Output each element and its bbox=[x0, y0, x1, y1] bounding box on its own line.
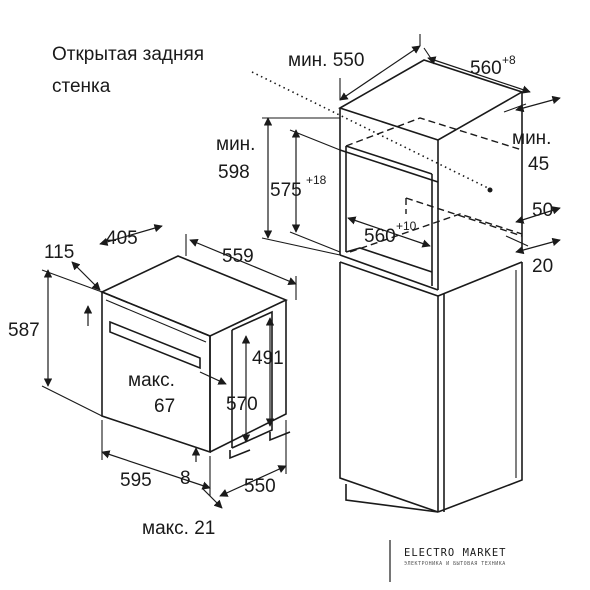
dimension-lines bbox=[41, 34, 561, 509]
tall-cabinet bbox=[338, 59, 524, 513]
logo-title: ELECTRO MARKET bbox=[404, 547, 507, 559]
dim-587: 587 bbox=[8, 320, 40, 341]
labels: Открытая задняя стенка мин. 550 560 +8 м… bbox=[8, 44, 553, 539]
dim-min45-label: мин. bbox=[512, 128, 551, 149]
dim-598-label: мин. bbox=[216, 134, 255, 155]
rear-wall-label-line2: стенка bbox=[52, 76, 111, 97]
dim-560-niche: 560 bbox=[364, 226, 396, 247]
rear-wall-label-line1: Открытая задняя bbox=[52, 44, 204, 65]
dim-50: 50 bbox=[532, 200, 553, 221]
dim-559: 559 bbox=[222, 246, 254, 267]
dim-min45-value: 45 bbox=[528, 154, 549, 175]
dim-598-value: 598 bbox=[218, 162, 250, 183]
dim-67: 67 bbox=[154, 396, 175, 417]
dim-max-21: макс. 21 bbox=[142, 518, 215, 539]
dim-575: 575 bbox=[270, 180, 302, 201]
dim-115: 115 bbox=[44, 242, 74, 263]
dim-570: 570 bbox=[226, 394, 258, 415]
dim-8: 8 bbox=[180, 468, 191, 489]
dim-560: 560 bbox=[470, 58, 502, 79]
dim-20: 20 bbox=[532, 256, 553, 277]
oven-handle bbox=[109, 320, 201, 370]
dim-575-tolerance: +18 bbox=[306, 173, 327, 187]
dim-595: 595 bbox=[120, 470, 152, 491]
logo-subtitle: ЭЛЕКТРОНИКА И БЫТОВАЯ ТЕХНИКА bbox=[404, 561, 506, 567]
dim-560-niche-tolerance: +10 bbox=[396, 219, 417, 233]
dim-491: 491 bbox=[252, 348, 284, 369]
dim-min-550: мин. 550 bbox=[288, 50, 364, 71]
electro-market-logo: ELECTRO MARKET ЭЛЕКТРОНИКА И БЫТОВАЯ ТЕХ… bbox=[389, 540, 507, 582]
dim-max-label: макс. bbox=[128, 370, 175, 391]
dim-405: 405 bbox=[106, 228, 138, 249]
dim-550: 550 bbox=[244, 476, 276, 497]
dim-560-tolerance: +8 bbox=[502, 53, 516, 67]
